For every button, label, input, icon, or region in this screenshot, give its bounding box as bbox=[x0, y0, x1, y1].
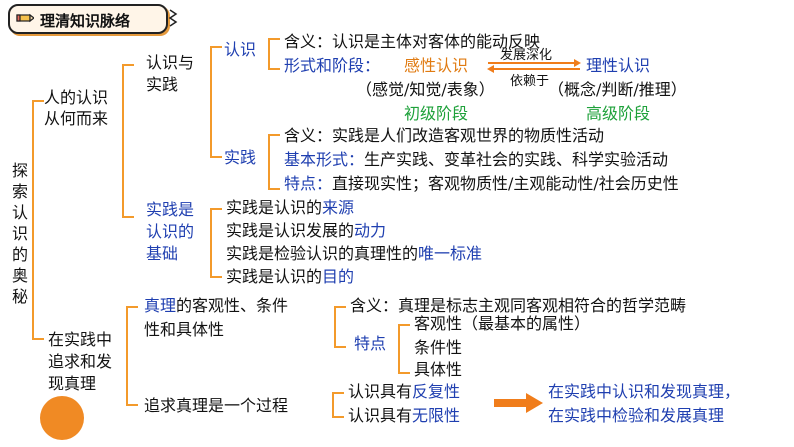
cognition-meaning: 含义：认识是主体对客体的能动反映 bbox=[284, 32, 540, 52]
truth-features-bracket bbox=[398, 324, 410, 374]
item-text: 认识具有 bbox=[348, 382, 413, 401]
item-key: 来源 bbox=[322, 198, 355, 217]
truth-meaning: 含义：真理是标志主观同客观相符合的哲学范畴 bbox=[350, 296, 686, 316]
practice-bracket bbox=[268, 134, 280, 190]
root-char: 秘 bbox=[11, 287, 28, 306]
meaning-text: 实践是人们改造客观世界的物质性活动 bbox=[332, 126, 605, 145]
stage-high: 高级阶段 bbox=[586, 104, 651, 123]
forms-label: 基本形式： bbox=[284, 150, 365, 169]
arrow-right-icon bbox=[494, 393, 543, 413]
page-title: 理清知识脉络 bbox=[40, 12, 131, 30]
process-item: 认识具有无限性 bbox=[348, 406, 460, 426]
decorative-circle bbox=[40, 396, 84, 440]
item-text: 认识具有 bbox=[348, 406, 413, 425]
truth-key: 真理 bbox=[144, 296, 177, 315]
foundation-item: 实践是认识的目的 bbox=[226, 267, 354, 287]
truth-props-line1: 真理的客观性、条件 bbox=[144, 296, 288, 316]
practice-features: 特点：直接现实性；客观物质性/主观能动性/社会历史性 bbox=[284, 174, 679, 194]
branch2-bracket bbox=[126, 306, 138, 406]
relation-bracket bbox=[210, 46, 222, 158]
meaning-label: 含义： bbox=[350, 296, 399, 315]
conclusion-line2: 在实践中检验和发展真理 bbox=[548, 406, 725, 425]
root-char: 索 bbox=[11, 182, 28, 201]
root-char: 探 bbox=[11, 161, 28, 180]
stage-low: 初级阶段 bbox=[404, 104, 469, 123]
truth-features-label: 特点 bbox=[354, 334, 387, 353]
practice-relation-label-line2: 实践 bbox=[146, 75, 179, 94]
item-text: 实践是认识的 bbox=[226, 198, 323, 217]
root-char: 奥 bbox=[11, 266, 28, 285]
root-char: 的 bbox=[11, 245, 28, 264]
foundation-label-line2: 认识的 bbox=[146, 222, 195, 241]
perceptual-cognition: 感性认识 bbox=[404, 56, 469, 75]
root-label: 探 索 认 识 的 奥 秘 bbox=[10, 160, 30, 307]
truth-feature: 客观性（最基本的属性） bbox=[414, 314, 591, 333]
item-text: 实践是认识的 bbox=[226, 267, 323, 286]
branch2-label-line1: 在实践中 bbox=[48, 330, 113, 349]
item-key: 动力 bbox=[354, 221, 387, 240]
title-box: 理清知识脉络 bbox=[8, 4, 168, 34]
practice-forms: 基本形式：生产实践、变革社会的实践、科学实验活动 bbox=[284, 150, 668, 170]
branch2-label-line3: 现真理 bbox=[48, 374, 97, 393]
item-key: 目的 bbox=[322, 267, 355, 286]
rational-forms: （概念/判断/推理） bbox=[548, 80, 687, 99]
cognition-bracket bbox=[268, 38, 280, 70]
foundation-label-line1: 实践是 bbox=[146, 200, 195, 219]
arrow-top-label: 发展深化 bbox=[500, 48, 553, 63]
meaning-text: 认识是主体对客体的能动反映 bbox=[332, 32, 541, 51]
item-key: 无限性 bbox=[412, 406, 461, 425]
root-bracket bbox=[32, 100, 44, 340]
truth-feature: 条件性 bbox=[414, 338, 463, 357]
pencil-icon bbox=[16, 13, 34, 23]
process-item: 认识具有反复性 bbox=[348, 382, 460, 402]
title-deco-icon bbox=[168, 9, 178, 27]
foundation-label-line3: 基础 bbox=[146, 244, 179, 263]
foundation-item: 实践是检验认识的真理性的唯一标准 bbox=[226, 244, 482, 264]
practice-meaning: 含义：实践是人们改造客观世界的物质性活动 bbox=[284, 126, 604, 146]
process-bracket bbox=[332, 392, 344, 418]
branch1-label-line1: 人的认识 bbox=[44, 88, 109, 107]
truth-props-line2: 性和具体性 bbox=[144, 320, 225, 339]
forms-text: 生产实践、变革社会的实践、科学实验活动 bbox=[364, 150, 669, 169]
cognition-label: 认识 bbox=[224, 40, 257, 59]
item-text: 实践是检验认识的真理性的 bbox=[226, 244, 419, 263]
item-key: 反复性 bbox=[412, 382, 461, 401]
features-text: 直接现实性；客观物质性/主观能动性/社会历史性 bbox=[332, 174, 679, 193]
meaning-label: 含义： bbox=[284, 126, 333, 145]
process-label: 追求真理是一个过程 bbox=[144, 396, 289, 415]
branch1-label-line2: 从何而来 bbox=[44, 109, 109, 128]
perceptual-forms: （感觉/知觉/表象） bbox=[356, 80, 495, 99]
conclusion-line1: 在实践中认识和发现真理， bbox=[548, 382, 741, 401]
meaning-text: 真理是标志主观同客观相符合的哲学范畴 bbox=[398, 296, 687, 315]
rational-cognition: 理性认识 bbox=[586, 56, 651, 75]
bidirectional-arrow-icon bbox=[487, 59, 581, 73]
truth-feature: 具体性 bbox=[414, 360, 463, 379]
truth-rest: 的客观性、条件 bbox=[176, 296, 289, 315]
practice-label: 实践 bbox=[224, 148, 257, 167]
foundation-bracket bbox=[210, 208, 222, 278]
truth-bracket bbox=[334, 306, 346, 348]
item-key: 唯一标准 bbox=[418, 244, 483, 263]
branch2-label-line2: 追求和发 bbox=[48, 352, 113, 371]
branch1-bracket bbox=[122, 64, 134, 218]
item-text: 实践是认识发展的 bbox=[226, 221, 355, 240]
practice-relation-label-line1: 认识与 bbox=[146, 53, 195, 72]
cognition-forms-label: 形式和阶段： bbox=[284, 56, 381, 75]
root-char: 认 bbox=[11, 203, 28, 222]
foundation-item: 实践是认识发展的动力 bbox=[226, 221, 386, 241]
meaning-label: 含义： bbox=[284, 32, 333, 51]
features-label: 特点： bbox=[284, 174, 333, 193]
arrow-bottom-label: 依赖于 bbox=[510, 74, 550, 89]
root-char: 识 bbox=[11, 224, 28, 243]
foundation-item: 实践是认识的来源 bbox=[226, 198, 354, 218]
